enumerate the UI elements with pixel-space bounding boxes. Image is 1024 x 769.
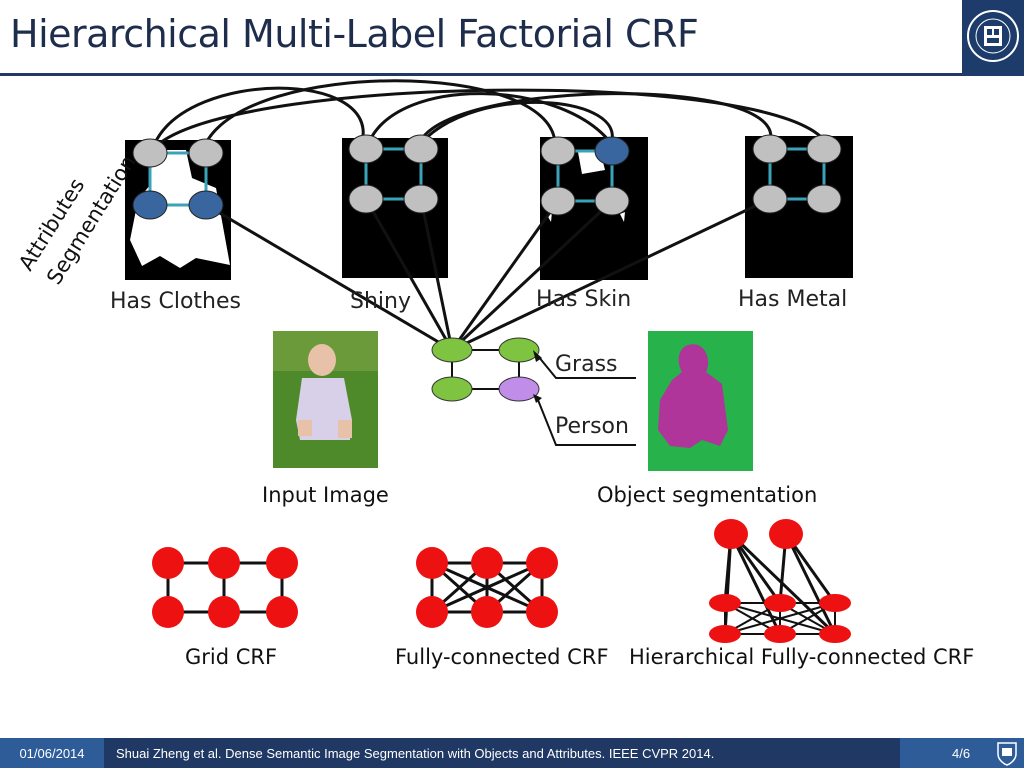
footer-page-box: 4/6	[900, 738, 1024, 768]
fully-connected-crf-graph	[416, 547, 558, 628]
grid-crf-caption: Grid CRF	[185, 645, 278, 669]
university-crest-logo	[962, 0, 1024, 76]
object-segmentation-caption: Object segmentation	[597, 483, 818, 507]
title-divider	[0, 73, 1024, 76]
attribute-label-shiny: Shiny	[350, 289, 411, 314]
input-image-caption: Input Image	[262, 483, 389, 507]
footer-date: 01/06/2014	[0, 738, 104, 768]
footer-citation: Shuai Zheng et al. Dense Semantic Image …	[104, 738, 900, 768]
footer-page-number: 4/6	[952, 745, 971, 761]
slide-title: Hierarchical Multi-Label Factorial CRF	[10, 12, 699, 56]
fully-connected-crf-caption: Fully-connected CRF	[395, 645, 609, 669]
slide-footer: 01/06/2014 Shuai Zheng et al. Dense Sema…	[0, 738, 1024, 768]
person-label: Person	[555, 414, 629, 439]
grass-label: Grass	[555, 352, 618, 377]
crf-diagram	[125, 79, 853, 643]
attribute-label-has-clothes: Has Clothes	[110, 289, 241, 314]
object-segmentation-image	[648, 331, 753, 471]
hierarchical-crf-caption: Hierarchical Fully-connected CRF	[629, 645, 975, 669]
attribute-label-has-metal: Has Metal	[738, 287, 848, 312]
attribute-label-has-skin: Has Skin	[536, 287, 632, 312]
crest-icon	[996, 740, 1018, 769]
input-image	[273, 331, 378, 468]
hierarchical-crf-graph	[709, 519, 851, 643]
grid-crf-graph	[152, 547, 298, 628]
